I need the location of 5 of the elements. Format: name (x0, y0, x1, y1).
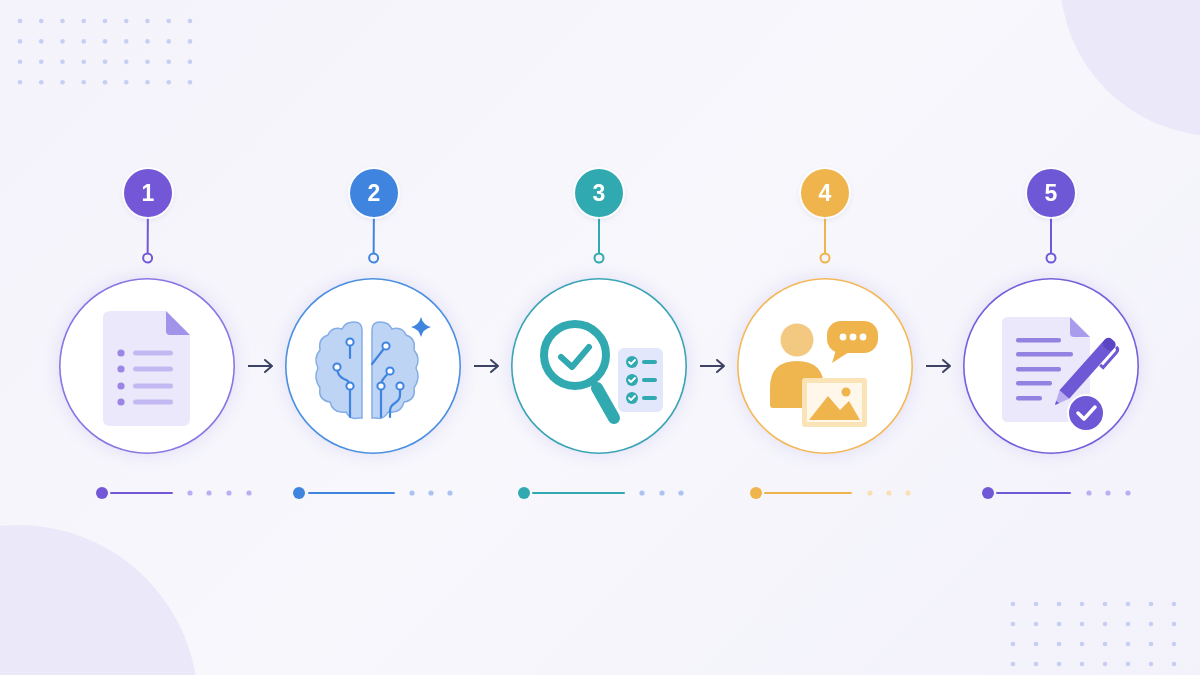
step-number-badge: 2 (350, 169, 398, 217)
step-number-badge: 5 (1027, 169, 1075, 217)
step-number-badge: 4 (801, 169, 849, 217)
step-number-badge: 1 (124, 169, 172, 217)
step-number-badge: 3 (575, 169, 623, 217)
